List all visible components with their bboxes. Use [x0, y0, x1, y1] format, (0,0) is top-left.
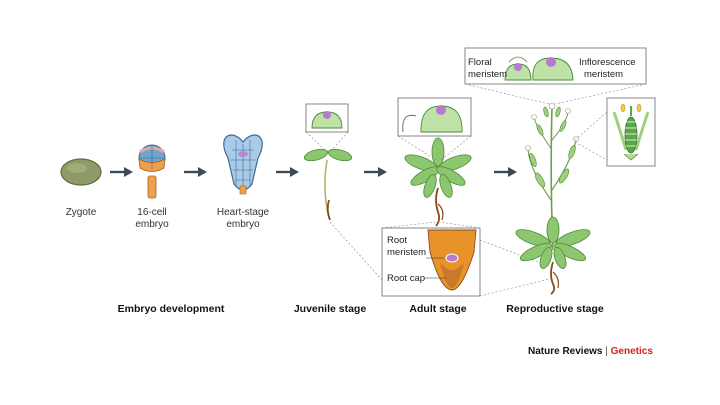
- reproductive-stage-label: Reproductive stage: [506, 303, 604, 315]
- inflorescence-meristem-label-line1: Inflorescence: [579, 57, 636, 68]
- embryo-development-label: Embryo development: [117, 303, 225, 315]
- sixteen-cell-embryo-label: embryo: [135, 219, 169, 230]
- adult-rosette-illustration: [404, 137, 472, 227]
- sixteen-cell-embryo-illustration: [138, 144, 166, 199]
- heart-stage-label: Heart-stage: [216, 207, 270, 218]
- arrow-icon: [184, 167, 207, 177]
- flower-section-inset: [574, 97, 656, 167]
- sixteen-cell-label: 16-cell: [137, 207, 167, 218]
- adult-meristem-inset: [397, 97, 472, 161]
- inflorescence-meristem-label-line2: meristem: [584, 69, 624, 80]
- arrow-icon: [276, 167, 299, 177]
- floral-meristem-label-line2: meristem: [468, 69, 508, 80]
- arrow-icon: [364, 167, 387, 177]
- journal-credit: Nature Reviews | Genetics: [528, 346, 653, 357]
- heart-stage-embryo-illustration: [223, 134, 263, 195]
- arrow-icon: [110, 167, 133, 177]
- root-meristem-inset: [329, 221, 555, 297]
- zygote-illustration: [60, 158, 102, 186]
- juvenile-stage-label: Juvenile stage: [293, 303, 367, 315]
- publisher-name: Nature Reviews: [528, 346, 603, 357]
- juvenile-meristem-inset: [305, 103, 349, 153]
- floral-meristem-label-line1: Floral: [468, 57, 492, 68]
- heart-stage-embryo-label: embryo: [226, 219, 260, 230]
- reproductive-plant-illustration: [515, 102, 591, 295]
- credit-separator: |: [605, 346, 608, 357]
- adult-stage-label: Adult stage: [409, 303, 467, 315]
- root-cap-label: Root cap: [387, 273, 426, 284]
- zygote-label: Zygote: [65, 207, 97, 218]
- inflorescence-meristem-inset: [464, 47, 647, 105]
- juvenile-plant-illustration: [303, 148, 353, 221]
- arrow-icon: [494, 167, 517, 177]
- root-meristem-label-line1: Root: [387, 235, 408, 246]
- journal-name: Genetics: [610, 346, 653, 357]
- root-meristem-label-line2: meristem: [387, 247, 427, 258]
